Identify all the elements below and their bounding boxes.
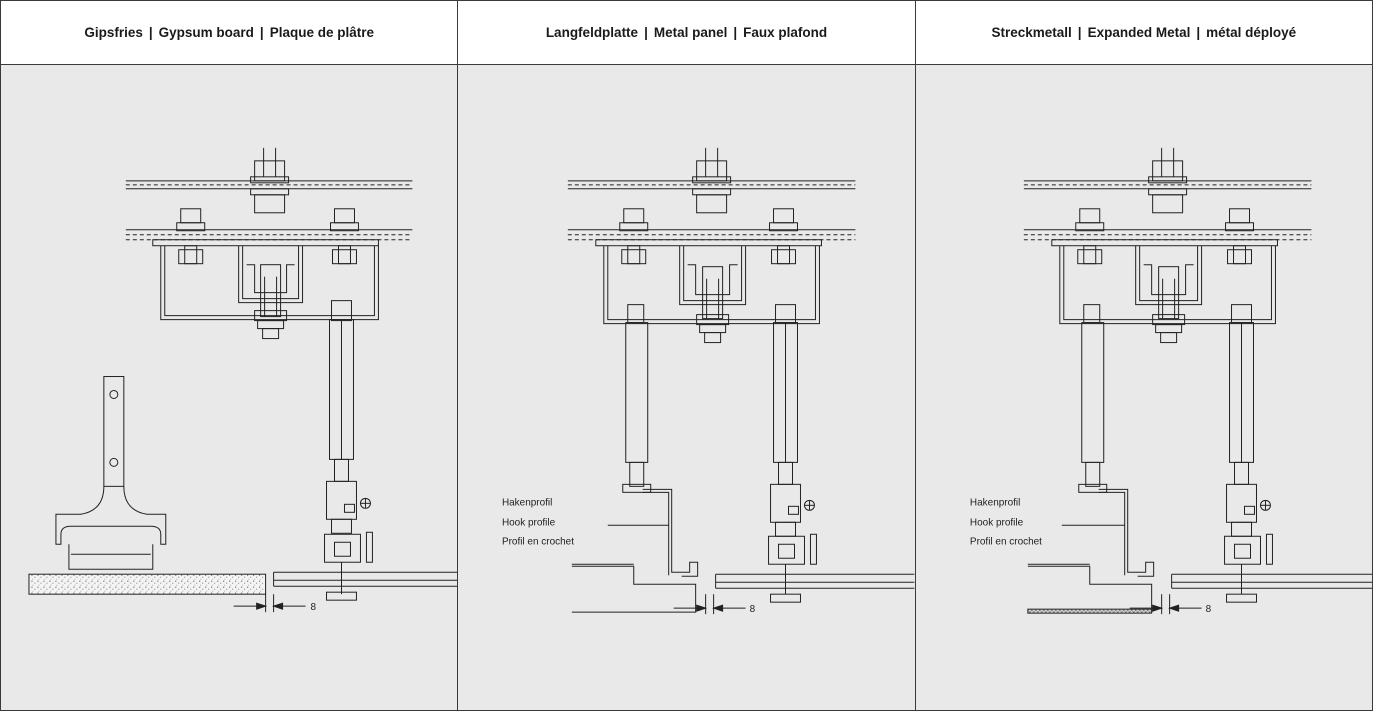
column-expanded-metal: Streckmetall | Expanded Metal | métal dé… [915,1,1372,710]
side-bolt-right [1224,208,1254,265]
drawing-area: 8 [1,65,458,710]
ceiling-panel-rail [1170,573,1372,589]
title-separator: | [148,25,153,40]
u-channel [679,245,747,306]
gap-dimension [674,594,746,615]
center-bolt [696,266,730,344]
title-fr: Plaque de plâtre [269,25,374,40]
title-separator: | [644,25,648,40]
technical-drawing: Hakenprofil Hook profile Profil en croch… [970,147,1372,615]
gap-dimension-label: 8 [311,602,317,613]
side-bolt-left [176,208,206,265]
vertical-hanger-left [622,304,652,493]
gap-dimension [233,594,306,613]
title-separator: | [259,25,264,40]
ceiling-rail-top [568,180,856,190]
gap-dimension-label: 8 [1205,604,1211,615]
ceiling-rail-lower [1023,229,1312,241]
base-plate [152,239,379,247]
gap-dimension [1129,594,1202,615]
drawing-area: Hakenprofil Hook profile Profil en croch… [458,65,915,710]
u-channel [1134,245,1202,306]
ceiling-rail-lower [125,229,413,241]
title-fr: Faux plafond [743,25,828,40]
side-bolt-right [769,208,799,265]
metal-panel [572,563,697,613]
title-en: Expanded Metal [1087,25,1191,40]
ceiling-rail-top [1023,180,1312,190]
title-de: Streckmetall [991,25,1072,40]
height-adjuster [1223,521,1273,603]
callout-label-fr: Profil en crochet [970,536,1042,547]
expanded-metal-panel [1027,563,1152,614]
title-de: Gipsfries [84,25,143,40]
top-bolt [250,147,290,214]
vertical-hanger [326,300,371,520]
ceiling-panel-rail [273,571,458,587]
height-adjuster [324,518,373,601]
base-plate [595,239,823,247]
center-bolt [1151,266,1185,344]
gap-dimension-label: 8 [750,604,756,615]
title-separator: | [733,25,738,40]
side-bolt-right [330,208,359,265]
title-separator: | [1196,25,1201,40]
hanger-frame [1058,245,1276,325]
hanger-frame [160,245,379,321]
top-bolt [1147,147,1187,214]
title-en: Metal panel [653,25,728,40]
column-metal-panel: Langfeldplatte | Metal panel | Faux plaf… [458,1,916,710]
u-channel [238,245,304,304]
title-de: Langfeldplatte [545,25,639,40]
ceiling-panel-rail [715,573,915,589]
gypsum-board [28,573,267,595]
column-gypsum-board: Gipsfries | Gypsum board | Plaque de plâ… [1,1,459,710]
callout-label-de: Hakenprofil [502,497,552,508]
height-adjuster [768,521,818,603]
column-header: Streckmetall | Expanded Metal | métal dé… [915,1,1372,65]
title-en: Gypsum board [158,25,254,40]
top-bolt [692,147,732,214]
vertical-hanger-right [1225,304,1271,523]
hook-profile [1098,488,1154,577]
side-bolt-left [619,208,649,265]
ceiling-rail-lower [568,229,856,241]
vertical-hanger-right [770,304,816,523]
hook-profile [643,488,699,577]
side-bolt-left [1074,208,1104,265]
vertical-hanger-left [1077,304,1107,493]
hanger-frame [603,245,821,325]
center-bolt [254,264,288,340]
ceiling-rail-top [125,180,413,190]
technical-drawing: 8 [28,147,458,613]
title-fr: métal déployé [1206,25,1297,40]
drawing-area: Hakenprofil Hook profile Profil en croch… [915,65,1372,710]
callout-label-en: Hook profile [502,517,556,528]
callout-label-fr: Profil en crochet [502,536,574,547]
column-header: Langfeldplatte | Metal panel | Faux plaf… [458,1,915,65]
column-header: Gipsfries | Gypsum board | Plaque de plâ… [1,1,458,65]
callout-label-en: Hook profile [970,517,1024,528]
technical-drawing: Hakenprofil Hook profile Profil en croch… [502,147,915,615]
base-plate [1050,239,1278,247]
callout-label-de: Hakenprofil [970,497,1020,508]
title-separator: | [1077,25,1082,40]
gypsum-clip [55,376,167,570]
